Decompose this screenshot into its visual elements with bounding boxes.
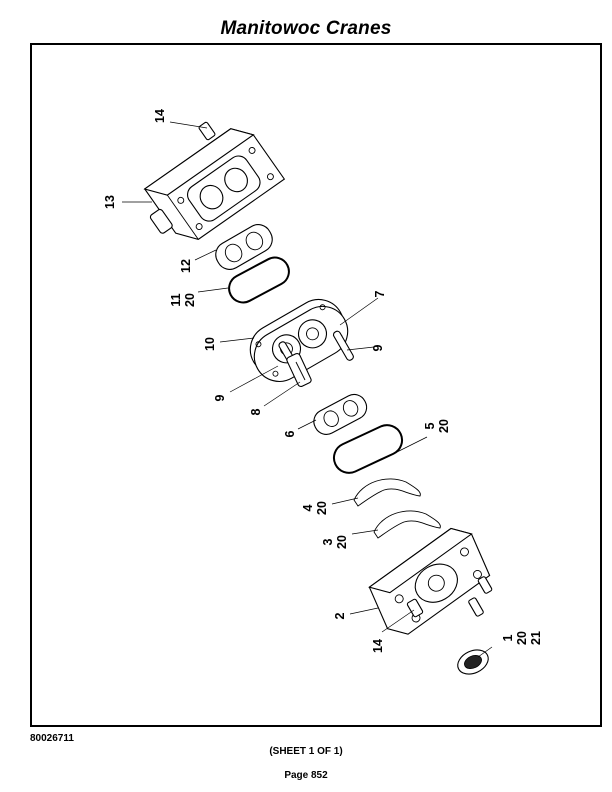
dowel-pin-9-right — [332, 330, 354, 361]
o-ring-11 — [228, 256, 290, 304]
callout-13: 13 — [103, 195, 117, 209]
callout-9-right: 9 — [371, 344, 385, 351]
drawing-number: 80026711 — [30, 733, 74, 744]
callout-1: 1 — [501, 634, 515, 641]
diagram-frame: 14 13 12 11 20 7 10 9 9 8 6 5 20 4 20 3 … — [30, 43, 602, 727]
callout-20-d: 20 — [335, 535, 349, 549]
drive-shaft-8 — [286, 352, 312, 388]
fitting-14-bottom — [406, 598, 424, 618]
seal-3 — [373, 510, 441, 539]
callout-6: 6 — [283, 430, 297, 437]
callout-21: 21 — [529, 631, 543, 645]
callout-5: 5 — [423, 422, 437, 429]
leader-lines — [122, 121, 493, 658]
callout-4: 4 — [301, 504, 315, 511]
fitting-14-top — [198, 121, 216, 141]
callout-11: 11 — [169, 293, 183, 306]
callout-20-a: 20 — [183, 293, 197, 307]
cover-bolt-a — [468, 597, 484, 617]
callout-3: 3 — [321, 538, 335, 545]
page-number: Page 852 — [284, 770, 328, 781]
gear-housing-10 — [249, 298, 349, 382]
front-cover-2 — [368, 527, 491, 635]
callout-9-left: 9 — [213, 394, 227, 401]
callout-10: 10 — [203, 337, 217, 351]
plate-12 — [215, 224, 273, 270]
callout-14-bottom: 14 — [371, 639, 385, 653]
exploded-parts-diagram: 14 13 12 11 20 7 10 9 9 8 6 5 20 4 20 3 … — [103, 109, 543, 675]
callout-20-c: 20 — [315, 501, 329, 515]
shaft-seal-1 — [457, 649, 489, 675]
callout-8: 8 — [249, 408, 263, 415]
callout-20-b: 20 — [437, 419, 451, 433]
shaft-spline-line — [295, 361, 306, 381]
rear-housing — [143, 128, 286, 240]
o-ring-5 — [332, 424, 404, 474]
callout-12: 12 — [179, 259, 193, 273]
sheet-indicator: (SHEET 1 OF 1) — [269, 746, 343, 757]
callouts: 14 13 12 11 20 7 10 9 9 8 6 5 20 4 20 3 … — [103, 109, 543, 653]
callout-2: 2 — [333, 612, 347, 619]
page-title: Manitowoc Cranes — [220, 18, 392, 39]
plate-6 — [313, 393, 368, 435]
callout-14-top: 14 — [153, 109, 167, 123]
seal-4 — [353, 478, 421, 507]
cover-bolt-b — [477, 576, 493, 594]
callout-7: 7 — [373, 290, 387, 297]
callout-20-e: 20 — [515, 631, 529, 645]
